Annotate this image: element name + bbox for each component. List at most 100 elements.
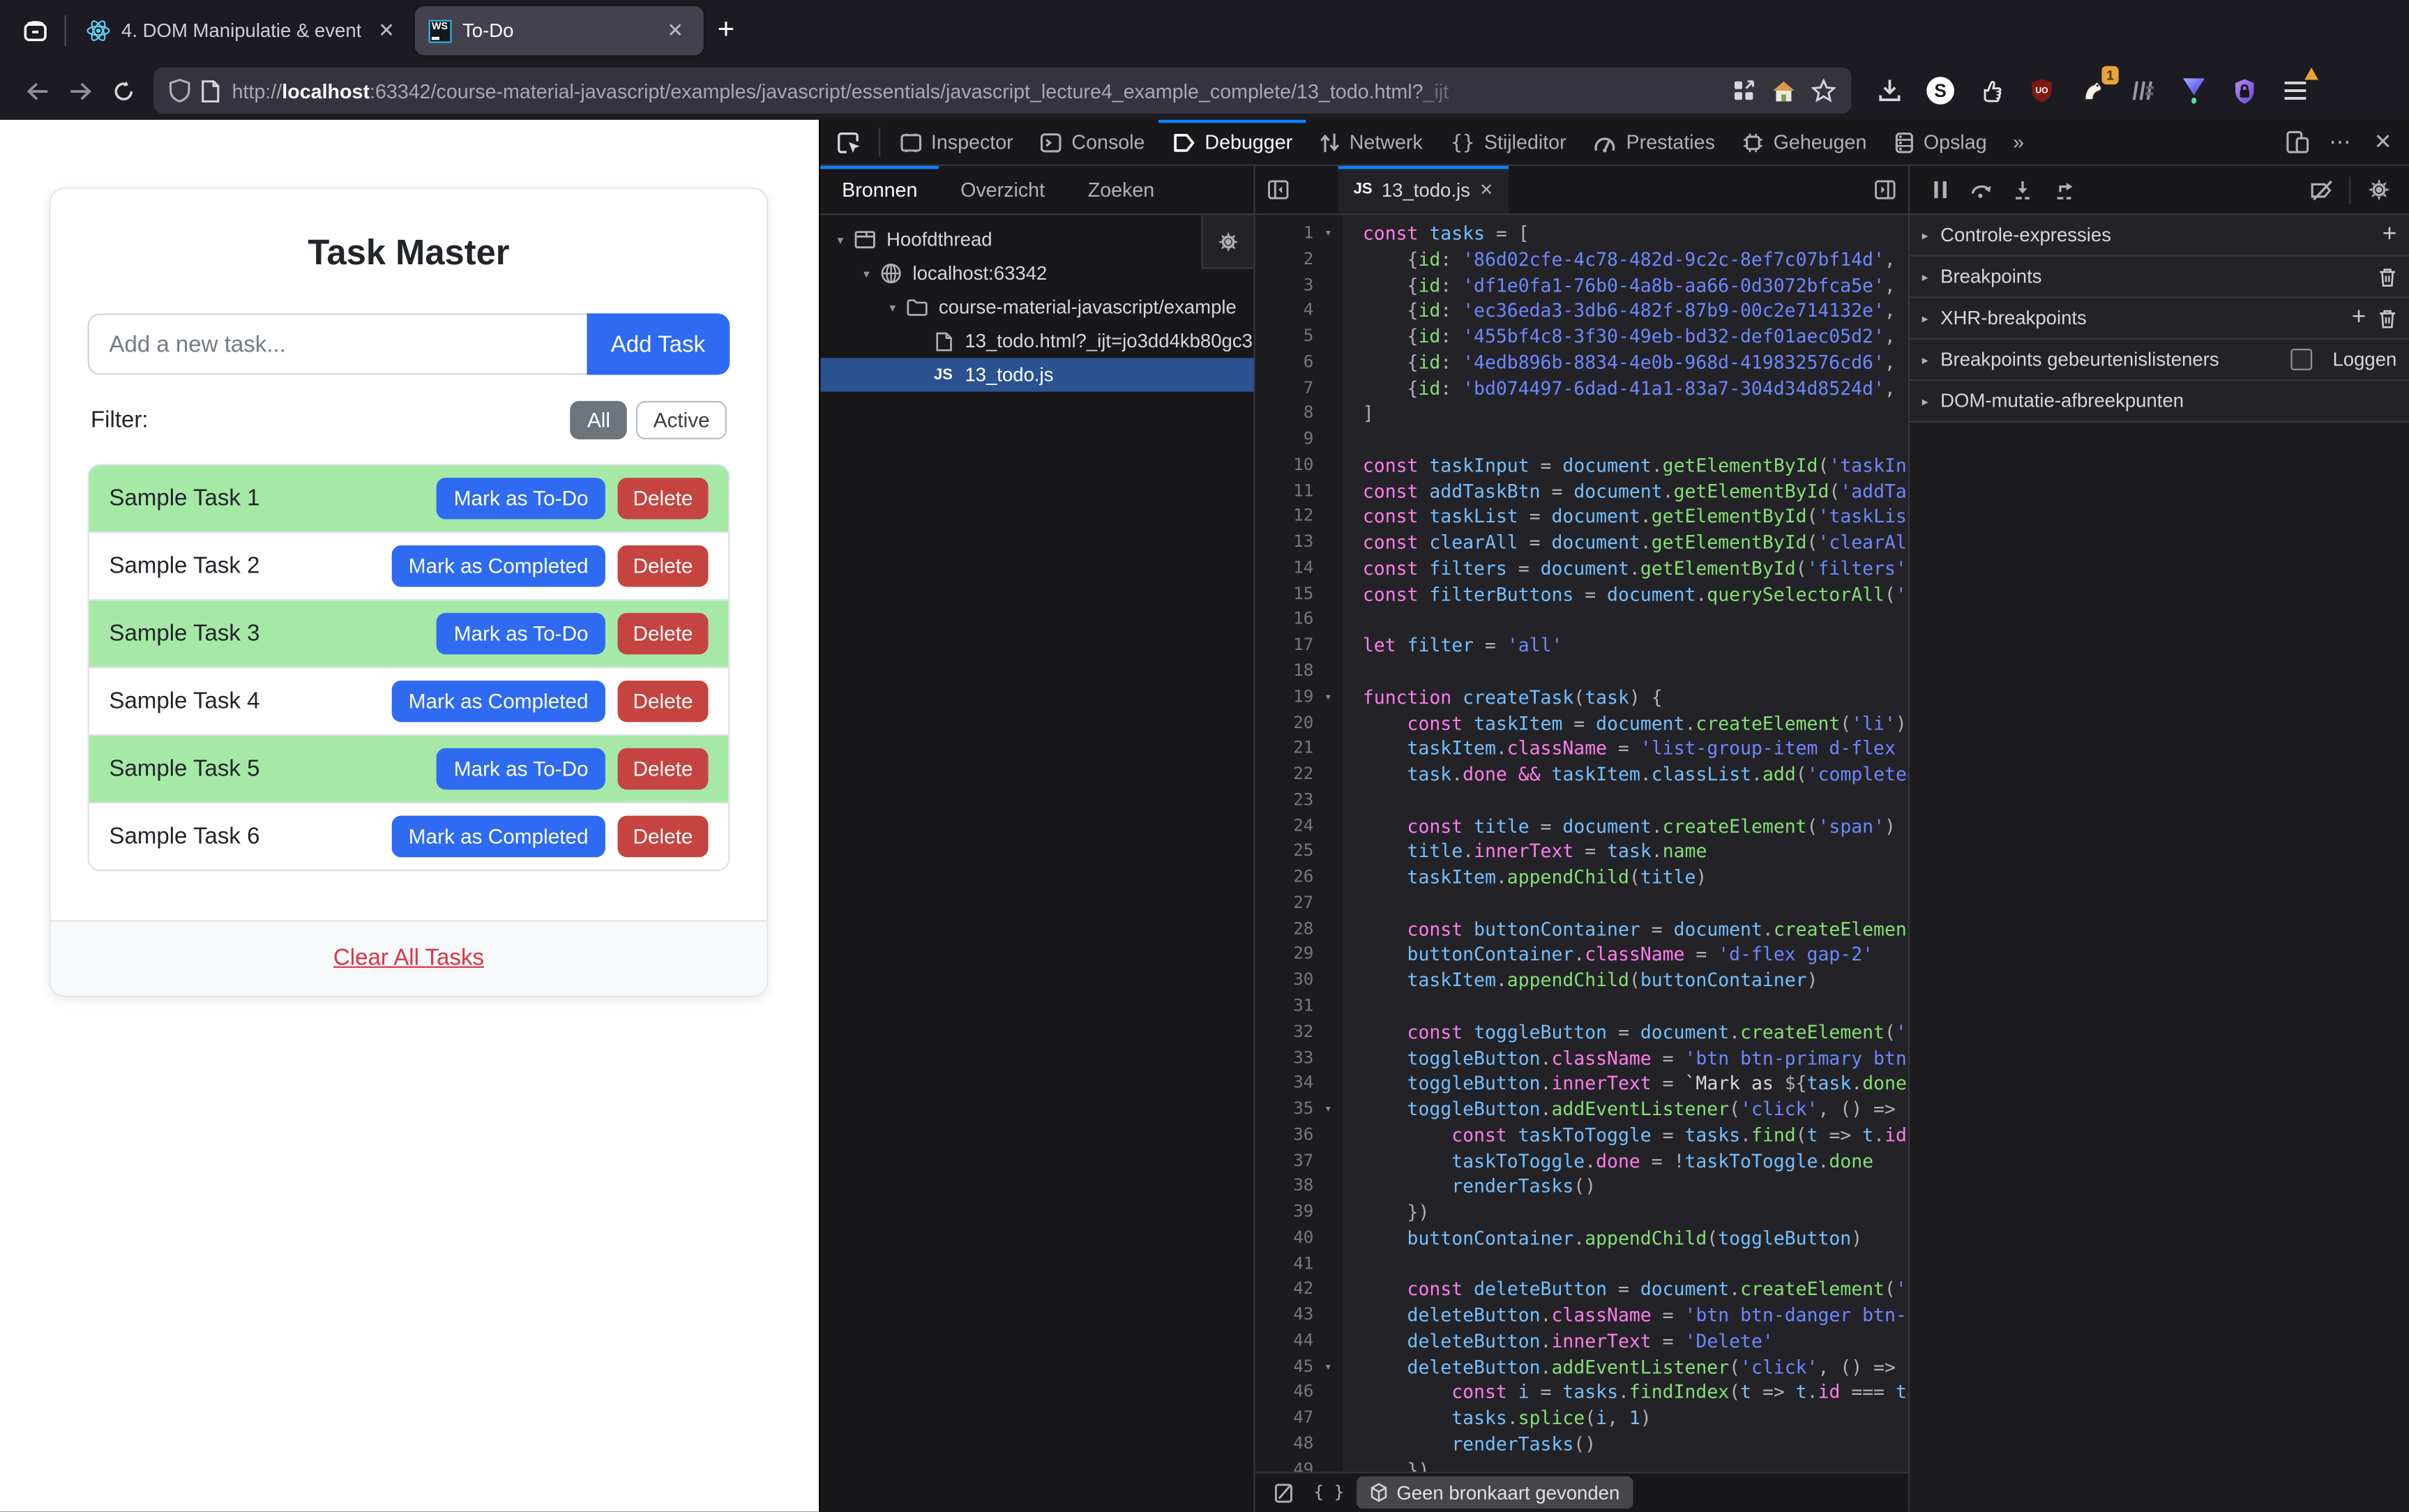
back-icon[interactable] xyxy=(15,70,59,110)
gutter-line-number[interactable]: 16 xyxy=(1255,607,1343,633)
gutter-line-number[interactable]: 44 xyxy=(1255,1329,1343,1354)
expander-arrow-icon[interactable]: ▸ xyxy=(1921,311,1928,325)
expander-arrow-icon[interactable]: ▾ xyxy=(889,300,896,315)
expander-arrow-icon[interactable]: ▾ xyxy=(863,266,870,281)
new-task-input[interactable] xyxy=(87,313,587,375)
delete-task-button[interactable]: Delete xyxy=(617,815,709,858)
tab-zoeken[interactable]: Zoeken xyxy=(1087,178,1155,202)
expand-panel-icon[interactable] xyxy=(1862,166,1908,213)
toggle-task-button[interactable]: Mark as To-Do xyxy=(437,612,605,655)
gutter-line-number[interactable]: 10 xyxy=(1255,453,1343,479)
responsive-design-icon[interactable] xyxy=(2277,123,2317,160)
pretty-print-icon[interactable]: { } xyxy=(1313,1482,1345,1503)
delete-task-button[interactable]: Delete xyxy=(617,612,709,655)
devtools-tab-stijleditor[interactable]: {}Stijleditor xyxy=(1450,130,1566,154)
toggle-task-button[interactable]: Mark as Completed xyxy=(391,545,605,587)
debugger-settings-gear-icon[interactable] xyxy=(2358,172,2399,209)
editor-tab-13-todo-js[interactable]: JS 13_todo.js ✕ xyxy=(1338,165,1509,214)
gutter-line-number[interactable]: 18 xyxy=(1255,659,1343,685)
tab-overzicht[interactable]: Overzicht xyxy=(960,178,1045,202)
gutter-line-number[interactable]: 15 xyxy=(1255,582,1343,607)
devtools-tab-console[interactable]: Console xyxy=(1027,120,1159,165)
step-over-icon[interactable] xyxy=(1961,172,2002,209)
step-out-icon[interactable] xyxy=(2044,172,2085,209)
gutter-line-number[interactable]: 17 xyxy=(1255,633,1343,659)
browser-tab-todo[interactable]: WS To-Do ✕ xyxy=(414,6,704,56)
pause-icon[interactable] xyxy=(1919,172,1960,209)
gutter-line-number[interactable]: 5 xyxy=(1255,324,1343,350)
gutter-line-number[interactable]: 7 xyxy=(1255,376,1343,402)
gutter-line-number[interactable]: 39 xyxy=(1255,1200,1343,1226)
home-icon[interactable] xyxy=(1772,79,1796,102)
gutter-line-number[interactable]: 38 xyxy=(1255,1174,1343,1200)
filter-active-button[interactable]: Active xyxy=(636,400,727,440)
section-breakpoints[interactable]: ▸Breakpoints xyxy=(1910,256,2409,298)
trash-icon[interactable] xyxy=(2378,266,2396,287)
gutter-line-number[interactable]: 28 xyxy=(1255,916,1343,942)
fold-arrow-icon[interactable]: ▾ xyxy=(1324,1359,1332,1373)
gutter-line-number[interactable]: 43 xyxy=(1255,1303,1343,1329)
delete-task-button[interactable]: Delete xyxy=(617,545,709,587)
gutter-line-number[interactable]: 31 xyxy=(1255,994,1343,1020)
vpn-triangle-icon[interactable] xyxy=(2174,70,2214,110)
gutter-line-number[interactable]: 47 xyxy=(1255,1406,1343,1432)
url-field[interactable]: http://localhost:63342/course-material-j… xyxy=(153,67,1852,114)
toggle-task-button[interactable]: Mark as To-Do xyxy=(437,478,605,520)
gutter-line-number[interactable]: 40 xyxy=(1255,1226,1343,1252)
more-tools-chevron[interactable]: » xyxy=(2013,130,2025,154)
tab-close-icon[interactable]: ✕ xyxy=(378,18,395,42)
tree-item-hoofdthread[interactable]: ▾Hoofdthread xyxy=(820,222,1253,256)
tree-item-localhost-63342[interactable]: ▾localhost:63342 xyxy=(820,257,1253,290)
gutter-line-number[interactable]: 37 xyxy=(1255,1149,1343,1174)
gutter-line-number[interactable]: 24 xyxy=(1255,814,1343,840)
bookmark-star-icon[interactable] xyxy=(1811,78,1836,103)
tab-bronnen[interactable]: Bronnen xyxy=(820,165,939,213)
collapse-sources-icon[interactable] xyxy=(1255,166,1301,213)
section-controle-expressies[interactable]: ▸Controle-expressies+ xyxy=(1910,215,2409,257)
gutter-line-number[interactable]: 36 xyxy=(1255,1123,1343,1149)
gutter-line-number[interactable]: 45▾ xyxy=(1255,1354,1343,1380)
delete-task-button[interactable]: Delete xyxy=(617,748,709,790)
containers-icon[interactable] xyxy=(2123,70,2163,110)
delete-task-button[interactable]: Delete xyxy=(617,680,709,723)
app-menu-icon[interactable] xyxy=(2275,67,2319,110)
toggle-task-button[interactable]: Mark as Completed xyxy=(391,815,605,858)
devtools-tab-netwerk[interactable]: Netwerk xyxy=(1306,120,1437,165)
tab-close-icon[interactable]: ✕ xyxy=(667,18,684,42)
firefox-view-icon[interactable] xyxy=(13,8,59,54)
toggle-task-button[interactable]: Mark as To-Do xyxy=(437,748,605,790)
expander-arrow-icon[interactable]: ▸ xyxy=(1921,269,1928,284)
gutter-line-number[interactable]: 26 xyxy=(1255,865,1343,891)
gutter-line-number[interactable]: 29 xyxy=(1255,942,1343,968)
trash-icon[interactable] xyxy=(2378,308,2396,328)
ublock-origin-icon[interactable]: UO xyxy=(2022,70,2062,110)
add-task-button[interactable]: Add Task xyxy=(586,313,730,375)
extension-s-icon[interactable]: S xyxy=(1921,70,1961,110)
devtools-menu-icon[interactable]: ⋯ xyxy=(2329,129,2351,154)
delete-task-button[interactable]: Delete xyxy=(617,478,709,520)
gutter-line-number[interactable]: 46 xyxy=(1255,1380,1343,1406)
gutter-line-number[interactable]: 27 xyxy=(1255,891,1343,916)
gutter-line-number[interactable]: 30 xyxy=(1255,968,1343,994)
gutter-line-number[interactable]: 13 xyxy=(1255,530,1343,556)
forward-icon[interactable] xyxy=(59,70,102,110)
gutter-line-number[interactable]: 8 xyxy=(1255,402,1343,428)
devtools-tab-debugger[interactable]: Debugger xyxy=(1158,119,1307,165)
expander-arrow-icon[interactable]: ▸ xyxy=(1921,394,1928,408)
gutter-line-number[interactable]: 14 xyxy=(1255,556,1343,582)
gutter-line-number[interactable]: 4 xyxy=(1255,298,1343,324)
downloads-icon[interactable] xyxy=(1870,70,1910,110)
editor-tab-close-icon[interactable]: ✕ xyxy=(1479,181,1494,200)
gutter-line-number[interactable]: 6 xyxy=(1255,350,1343,376)
extension-horse-icon[interactable]: 1 xyxy=(2073,66,2119,110)
new-tab-button[interactable]: + xyxy=(717,13,735,47)
gutter-line-number[interactable]: 1▾ xyxy=(1255,221,1343,247)
site-info-page-icon[interactable] xyxy=(202,79,220,102)
fold-arrow-icon[interactable]: ▾ xyxy=(1324,1101,1332,1116)
gutter-line-number[interactable]: 32 xyxy=(1255,1020,1343,1045)
tracking-protection-shield-icon[interactable] xyxy=(169,78,190,103)
gutter-line-number[interactable]: 33 xyxy=(1255,1045,1343,1071)
gutter-line-number[interactable]: 23 xyxy=(1255,788,1343,814)
add-icon[interactable]: + xyxy=(2351,304,2366,331)
